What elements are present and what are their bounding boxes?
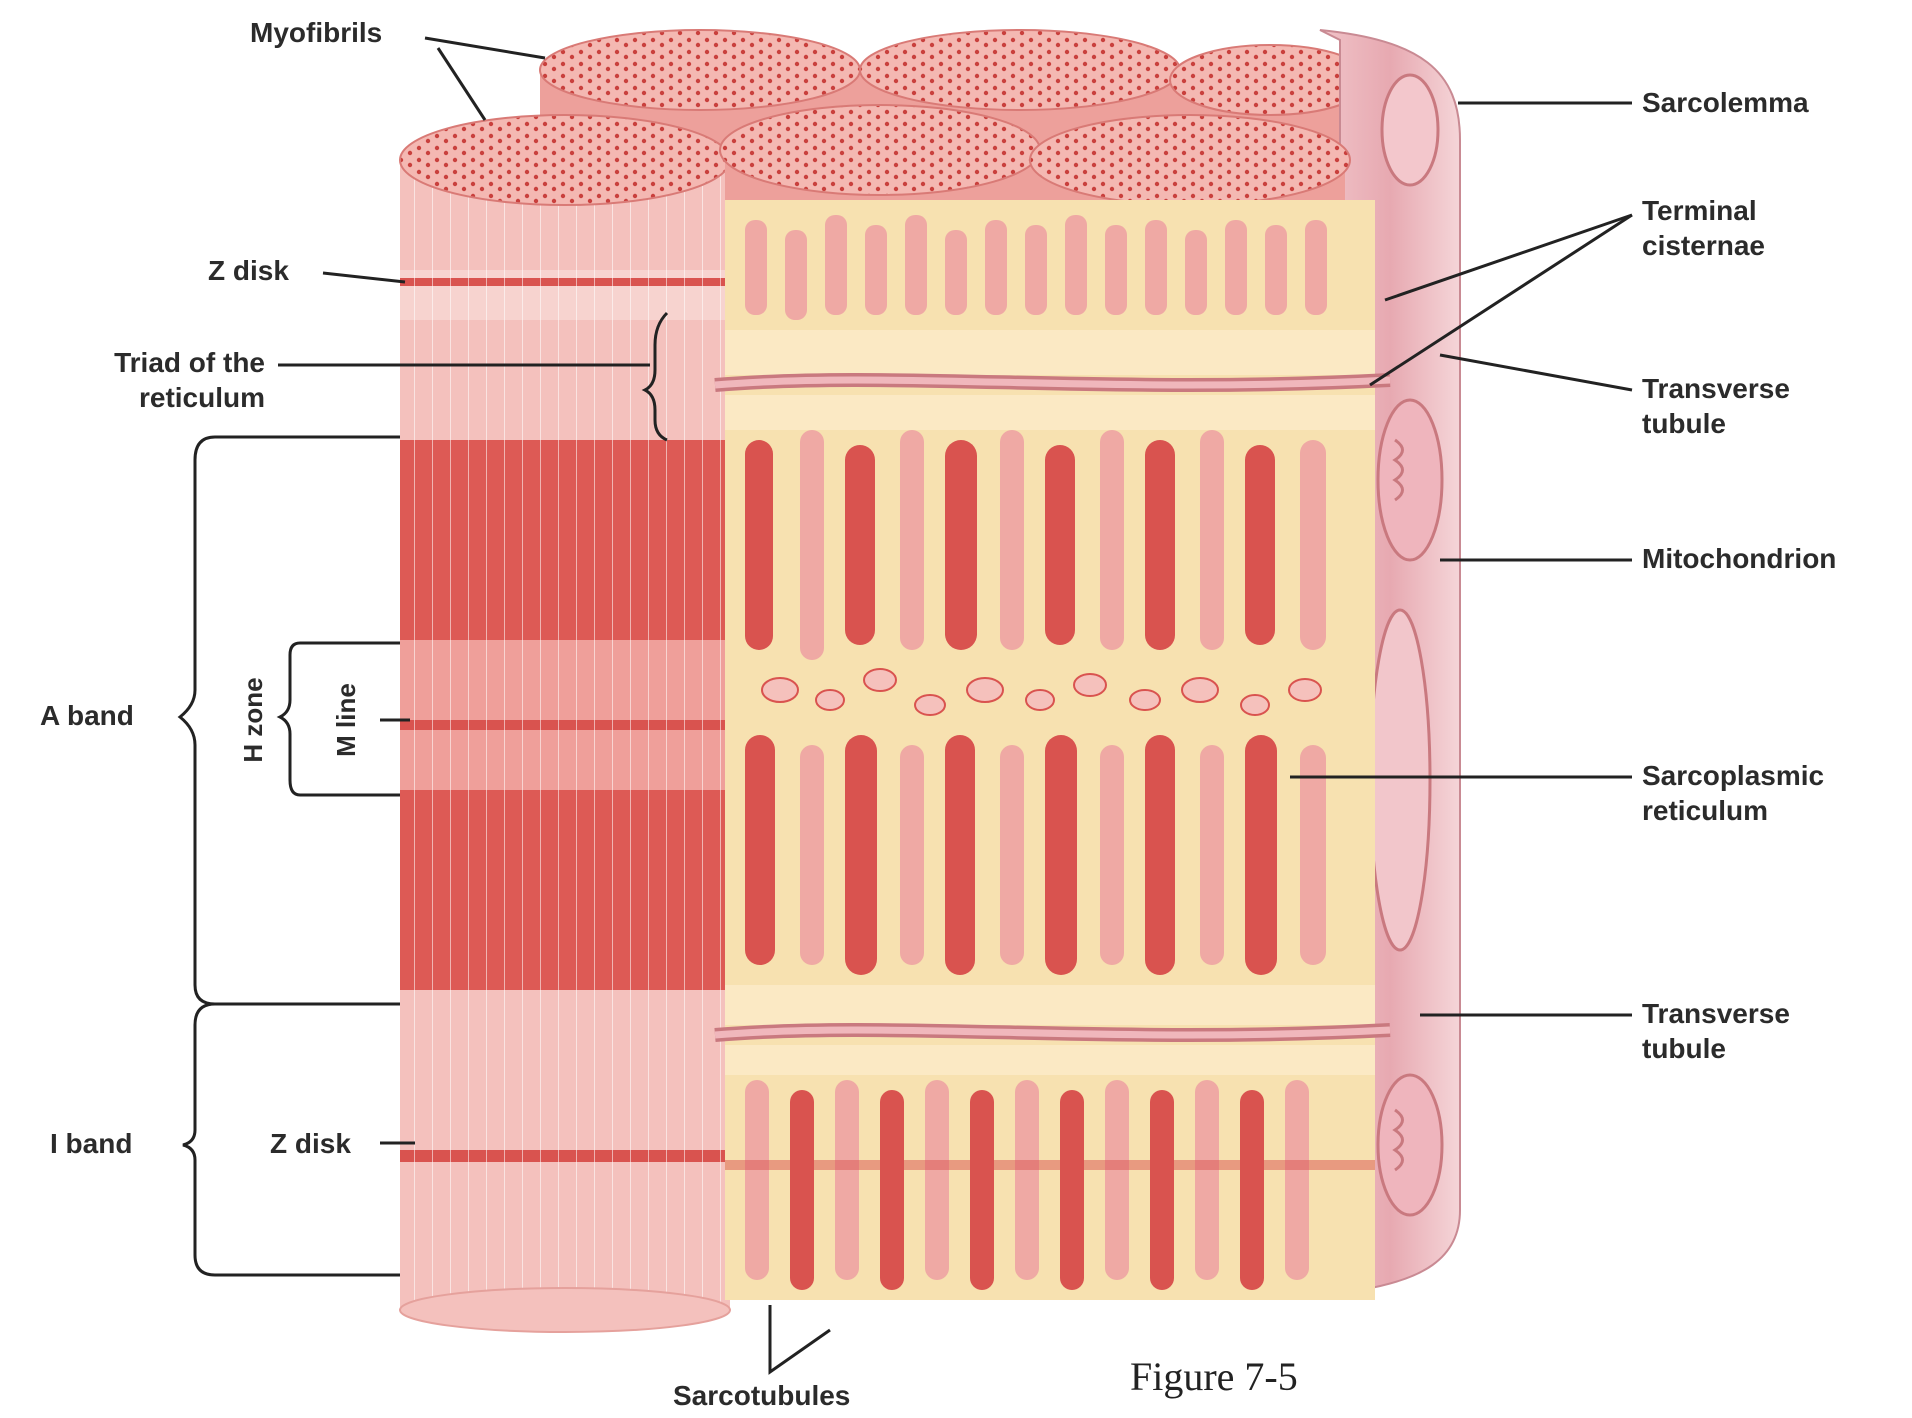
label-a-band: A band: [40, 700, 134, 731]
label-triad-line1: Triad of the: [114, 347, 265, 378]
label-ttubule-bottom-line1: Transverse: [1642, 998, 1790, 1029]
label-sarcolemma: Sarcolemma: [1642, 87, 1809, 118]
label-h-zone: H zone: [238, 677, 268, 762]
label-i-band: I band: [50, 1128, 132, 1159]
label-myofibrils: Myofibrils: [250, 17, 382, 48]
label-terminal-line1: Terminal: [1642, 195, 1757, 226]
label-triad-line2: reticulum: [139, 382, 265, 413]
label-sarcotubules: Sarcotubules: [673, 1380, 850, 1411]
label-ttubule-top-line1: Transverse: [1642, 373, 1790, 404]
label-sr-line2: reticulum: [1642, 795, 1768, 826]
label-mitochondrion: Mitochondrion: [1642, 543, 1836, 574]
label-ttubule-bottom-line2: tubule: [1642, 1033, 1726, 1064]
label-sr-line1: Sarcoplasmic: [1642, 760, 1824, 791]
left-myofibril: [400, 115, 730, 1332]
sarcoplasmic-reticulum: [715, 200, 1390, 1300]
label-m-line: M line: [331, 683, 361, 757]
label-ttubule-top-line2: tubule: [1642, 408, 1726, 439]
label-terminal-line2: cisternae: [1642, 230, 1765, 261]
label-z-disk-bottom: Z disk: [270, 1128, 351, 1159]
label-z-disk-top: Z disk: [208, 255, 289, 286]
figure-caption: Figure 7-5: [1130, 1354, 1298, 1399]
